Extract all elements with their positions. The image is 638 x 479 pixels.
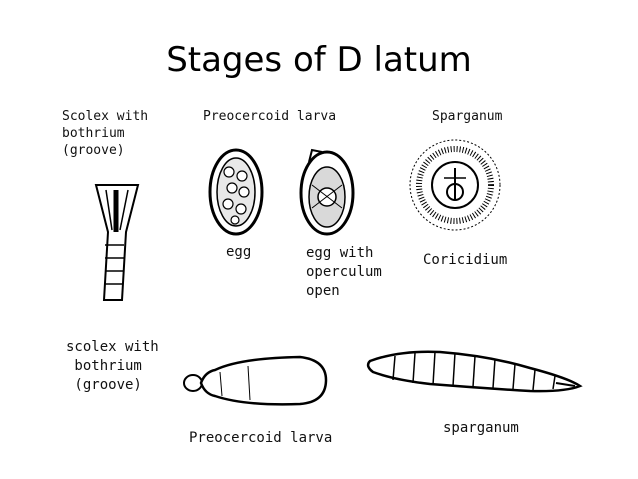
sparganum-label-top: Sparganum [432, 109, 503, 124]
preocercoid-label-bottom: Preocercoid larva [189, 430, 333, 446]
coricidium-label: Coricidium [423, 252, 508, 268]
preocercoid-label-top: Preocercoid larva [203, 109, 337, 124]
scolex-illustration [94, 184, 140, 301]
slide-title: Stages of D latum [166, 40, 472, 80]
egg-operculum-illustration [299, 148, 355, 236]
coricidium-illustration [409, 139, 501, 231]
scolex-label-top: Scolex with bothrium (groove) [62, 109, 149, 158]
preocercoid-larva-illustration [183, 355, 328, 406]
sparganum-label-bottom: sparganum [443, 420, 519, 436]
scolex-label-bottom: scolex with bothrium (groove) [66, 339, 159, 393]
egg-label: egg [226, 244, 252, 260]
egg-operculum-label: egg with operculum open [306, 245, 382, 299]
sparganum-illustration [366, 350, 583, 393]
egg-illustration [208, 148, 264, 236]
